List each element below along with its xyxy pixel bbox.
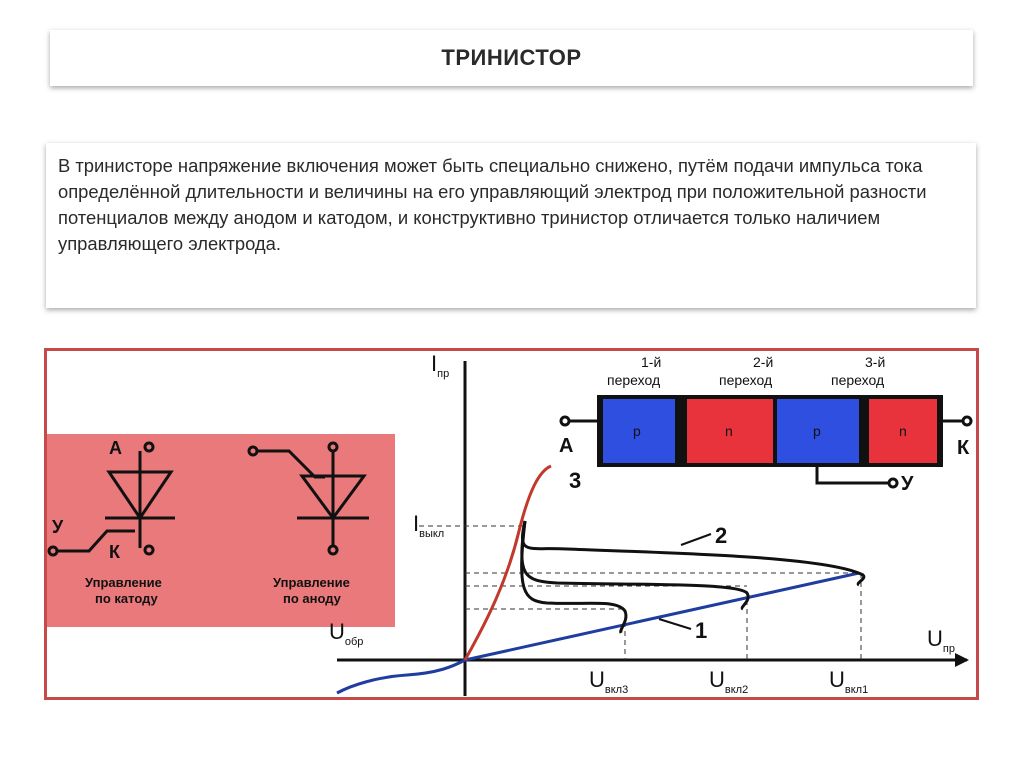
- symbol-panel: [47, 434, 395, 627]
- junction-1-line1: 1-й: [641, 354, 661, 370]
- voltage-label-3: Uвкл3: [589, 667, 628, 696]
- junction-1-line2: переход: [607, 372, 660, 388]
- symbol2-caption-line2: по аноду: [283, 591, 342, 606]
- curve-label-3: 3: [569, 468, 581, 493]
- layer-p2-label: p: [813, 423, 821, 439]
- holding-current-label: Iвыкл: [413, 511, 444, 540]
- guide-lines: [419, 525, 862, 660]
- curve-outer: [520, 520, 866, 587]
- layer-p1: [603, 399, 675, 463]
- description-text: В тринисторе напряжение включения может …: [58, 155, 927, 254]
- description-box: В тринисторе напряжение включения может …: [46, 143, 976, 308]
- symbol1-anode-label: А: [109, 438, 122, 458]
- curve-1: [520, 520, 628, 634]
- layer-n2-label: n: [899, 423, 907, 439]
- junction-3-line1: 3-й: [865, 354, 885, 370]
- symbol1-cathode-label: К: [109, 542, 121, 562]
- structure-cathode-label: К: [957, 437, 970, 459]
- curve-label-2-pointer: [680, 533, 712, 546]
- y-axis-label: Iпр: [431, 351, 449, 380]
- reverse-branch-curve: [336, 658, 466, 695]
- x-axis-arrow-icon: [955, 653, 969, 667]
- curve-label-1: 1: [695, 618, 707, 643]
- thyristor-diagram: А К У Управление по катоду Управление по…: [47, 351, 973, 696]
- layer-n1-label: n: [725, 423, 733, 439]
- voltage-label-2: Uвкл2: [709, 667, 748, 696]
- curve-label-2: 2: [715, 523, 727, 548]
- structure-anode-label: А: [559, 435, 573, 457]
- thyristor-symbol-anode-control: [247, 441, 369, 556]
- symbol1-caption-line2: по катоду: [95, 591, 159, 606]
- symbol1-gate-label: У: [52, 517, 64, 537]
- pnpn-structure: [597, 395, 943, 467]
- curve-2: [520, 520, 750, 611]
- curve-label-1-pointer: [658, 618, 692, 630]
- slide-title: ТРИНИСТОР: [441, 45, 582, 70]
- structure-gate-label: У: [901, 473, 914, 495]
- junction-2-line1: 2-й: [753, 354, 773, 370]
- on-state-curve: [463, 464, 552, 661]
- structure-terminals: [559, 415, 973, 489]
- x-axis-label: Uпр: [927, 626, 955, 655]
- symbol2-caption-line1: Управление: [273, 575, 350, 590]
- layer-n1: [687, 399, 773, 463]
- voltage-label-1: Uвкл1: [829, 667, 868, 696]
- layer-p1-label: p: [633, 423, 641, 439]
- layer-n2: [869, 399, 937, 463]
- symbol1-caption-line1: Управление: [85, 575, 162, 590]
- forward-blocking-line: [464, 571, 860, 662]
- junction-3-line2: переход: [831, 372, 884, 388]
- title-box: ТРИНИСТОР: [50, 30, 973, 86]
- reverse-voltage-label: Uобр: [329, 619, 363, 648]
- thyristor-symbol-cathode-control: [47, 441, 175, 557]
- thyristor-figure: А К У Управление по катоду Управление по…: [44, 348, 979, 700]
- layer-p2: [777, 399, 859, 463]
- junction-2-line2: переход: [719, 372, 772, 388]
